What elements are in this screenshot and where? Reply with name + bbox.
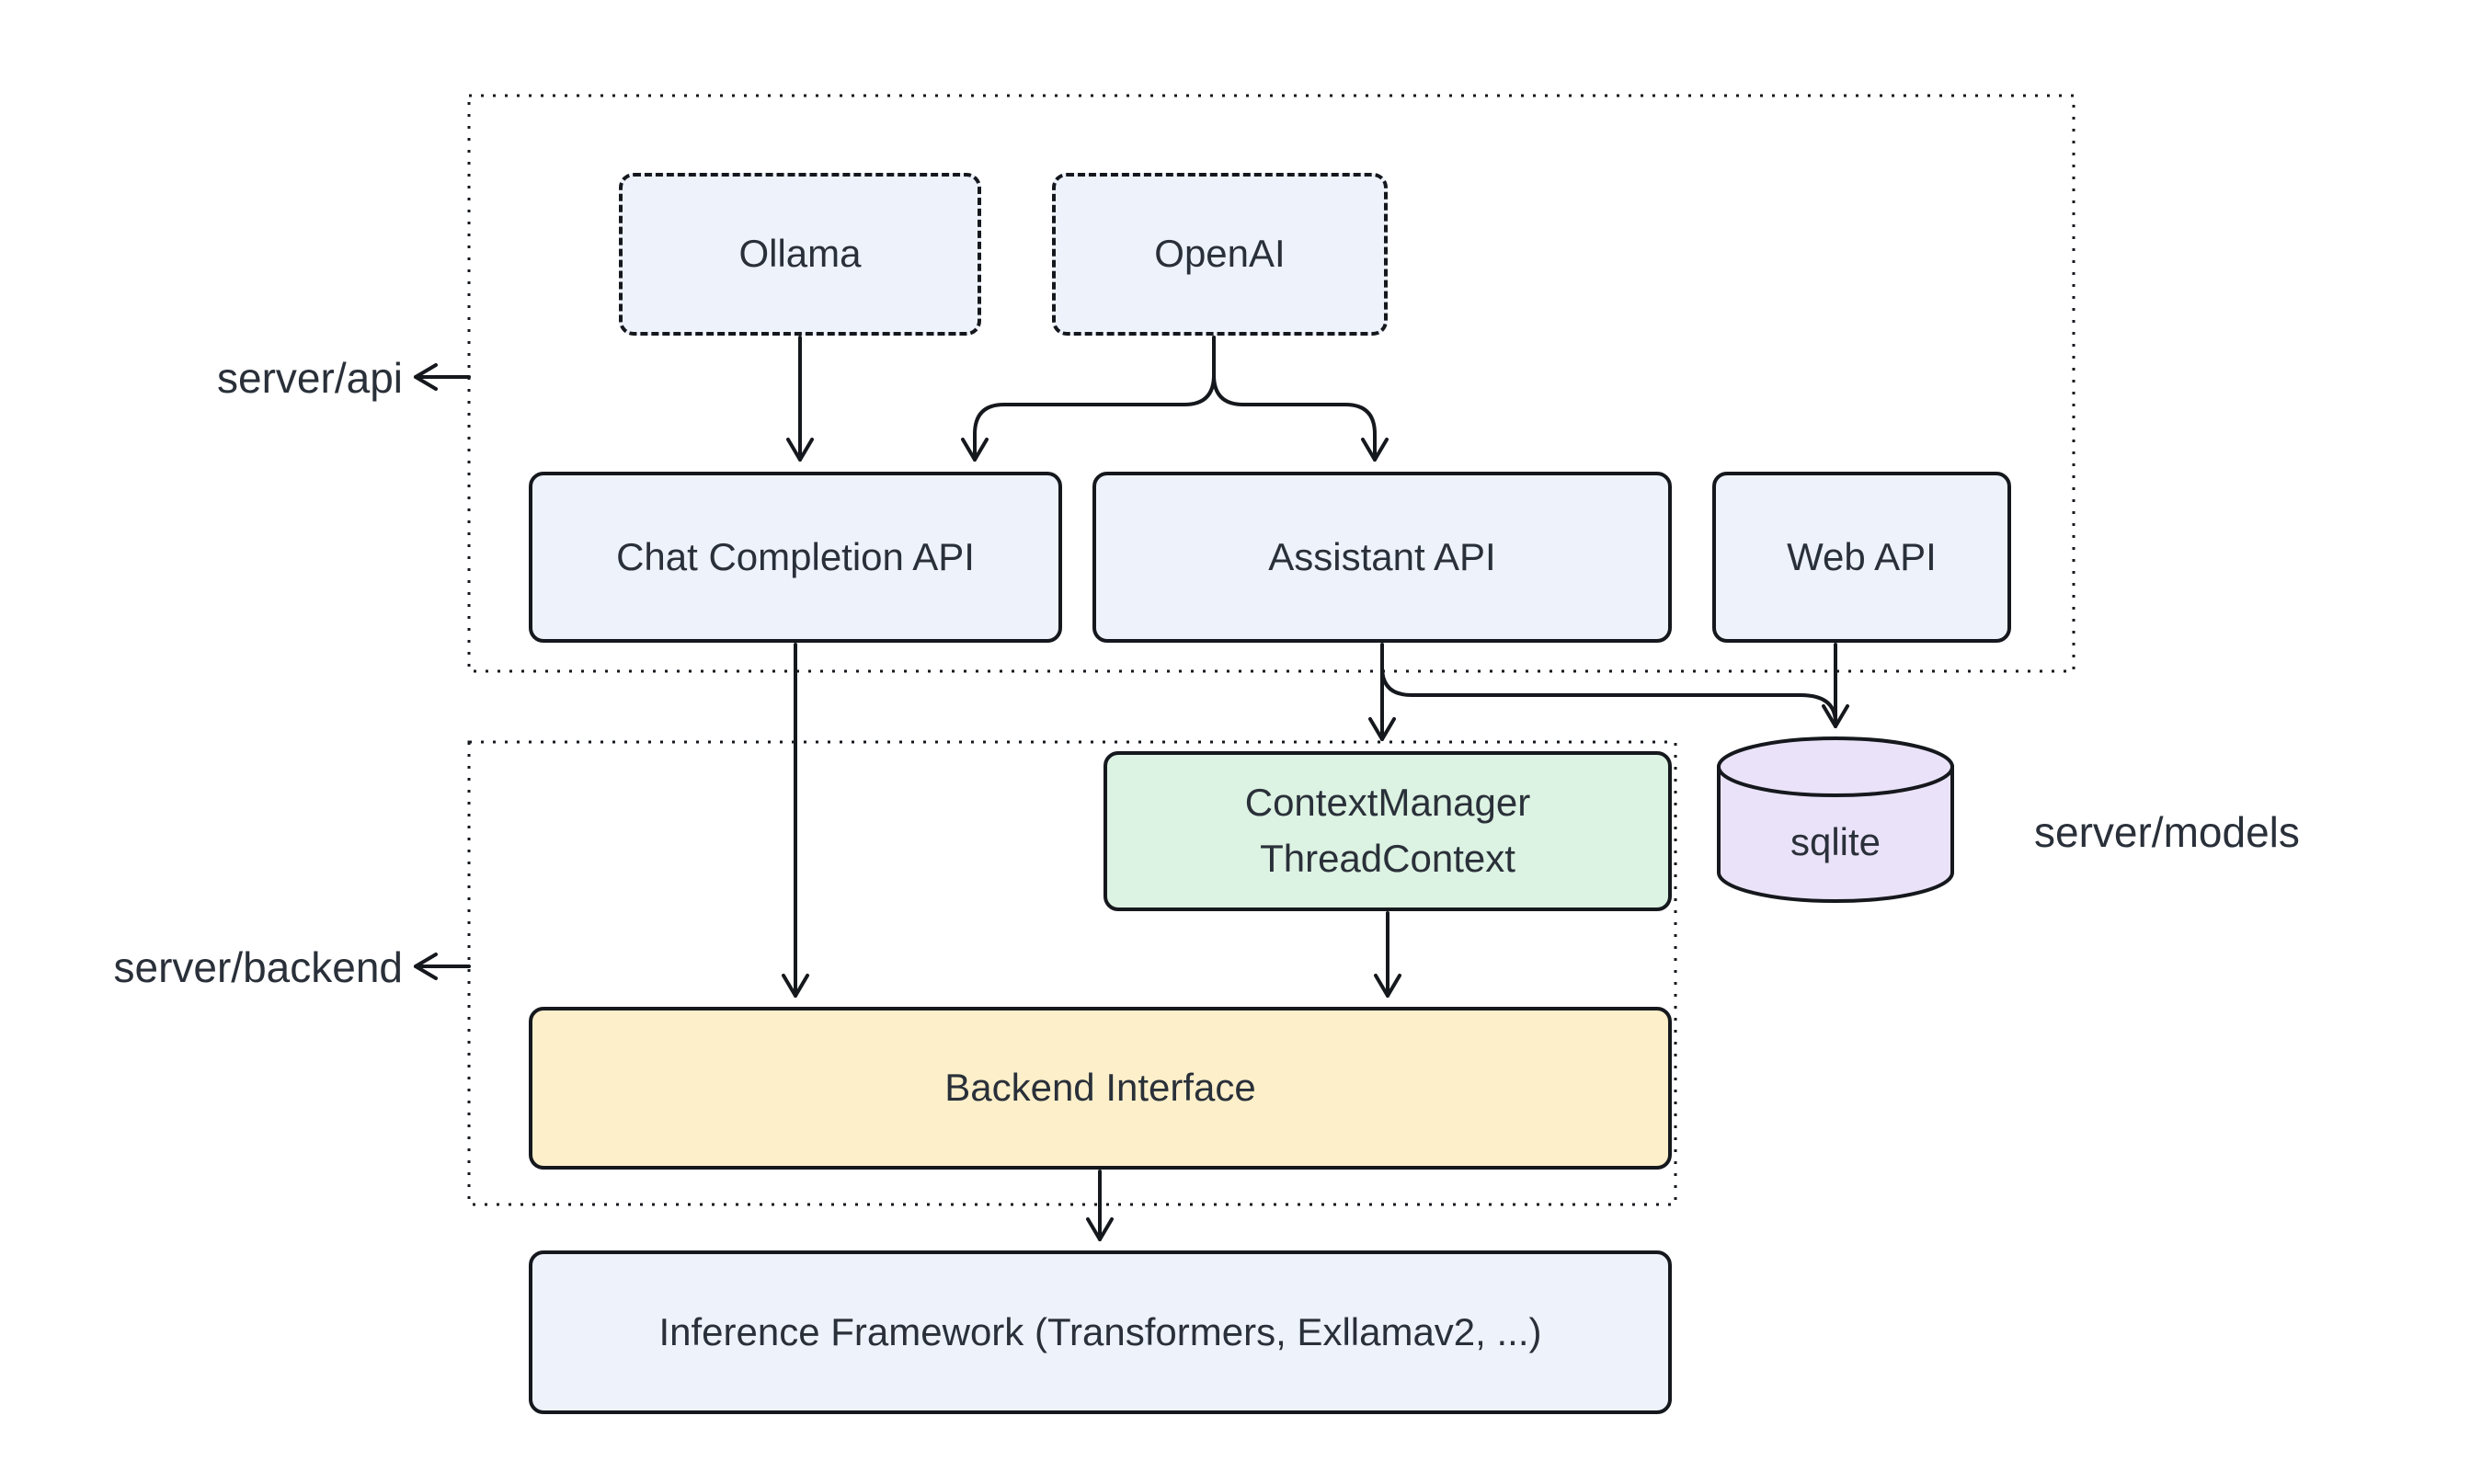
sqlite-cylinder-body — [1717, 765, 1954, 903]
group-edges — [414, 336, 1849, 1241]
server-api-container — [467, 94, 2075, 673]
context-manager-line1: ContextManager — [1244, 781, 1531, 825]
node-context-manager: ContextManager ThreadContext — [1103, 751, 1672, 911]
server-models-label: server/models — [2034, 808, 2300, 856]
sqlite-label: sqlite — [1790, 820, 1881, 863]
edge-assistant-to-sqlite-branch — [1380, 666, 1837, 725]
node-assistant-api: Assistant API — [1092, 472, 1672, 643]
context-manager-line2: ThreadContext — [1260, 837, 1515, 880]
node-inference-framework: Inference Framework (Transformers, Exlla… — [529, 1250, 1672, 1414]
server-backend-label: server/backend — [113, 943, 404, 991]
sqlite-cylinder — [1717, 736, 1954, 903]
server-backend-container — [467, 740, 1677, 1206]
node-chat-completion-api: Chat Completion API — [529, 472, 1062, 643]
node-openai: OpenAI — [1052, 173, 1388, 336]
server-api-label: server/api — [217, 354, 403, 402]
node-web-api: Web API — [1712, 472, 2011, 643]
sqlite-cylinder-top — [1717, 736, 1954, 797]
node-backend-interface: Backend Interface — [529, 1007, 1672, 1170]
group-containers — [467, 94, 2075, 1206]
edge-openai-to-chat — [961, 336, 1216, 462]
edge-openai-to-assistant — [1212, 336, 1389, 462]
node-ollama: Ollama — [619, 173, 981, 336]
